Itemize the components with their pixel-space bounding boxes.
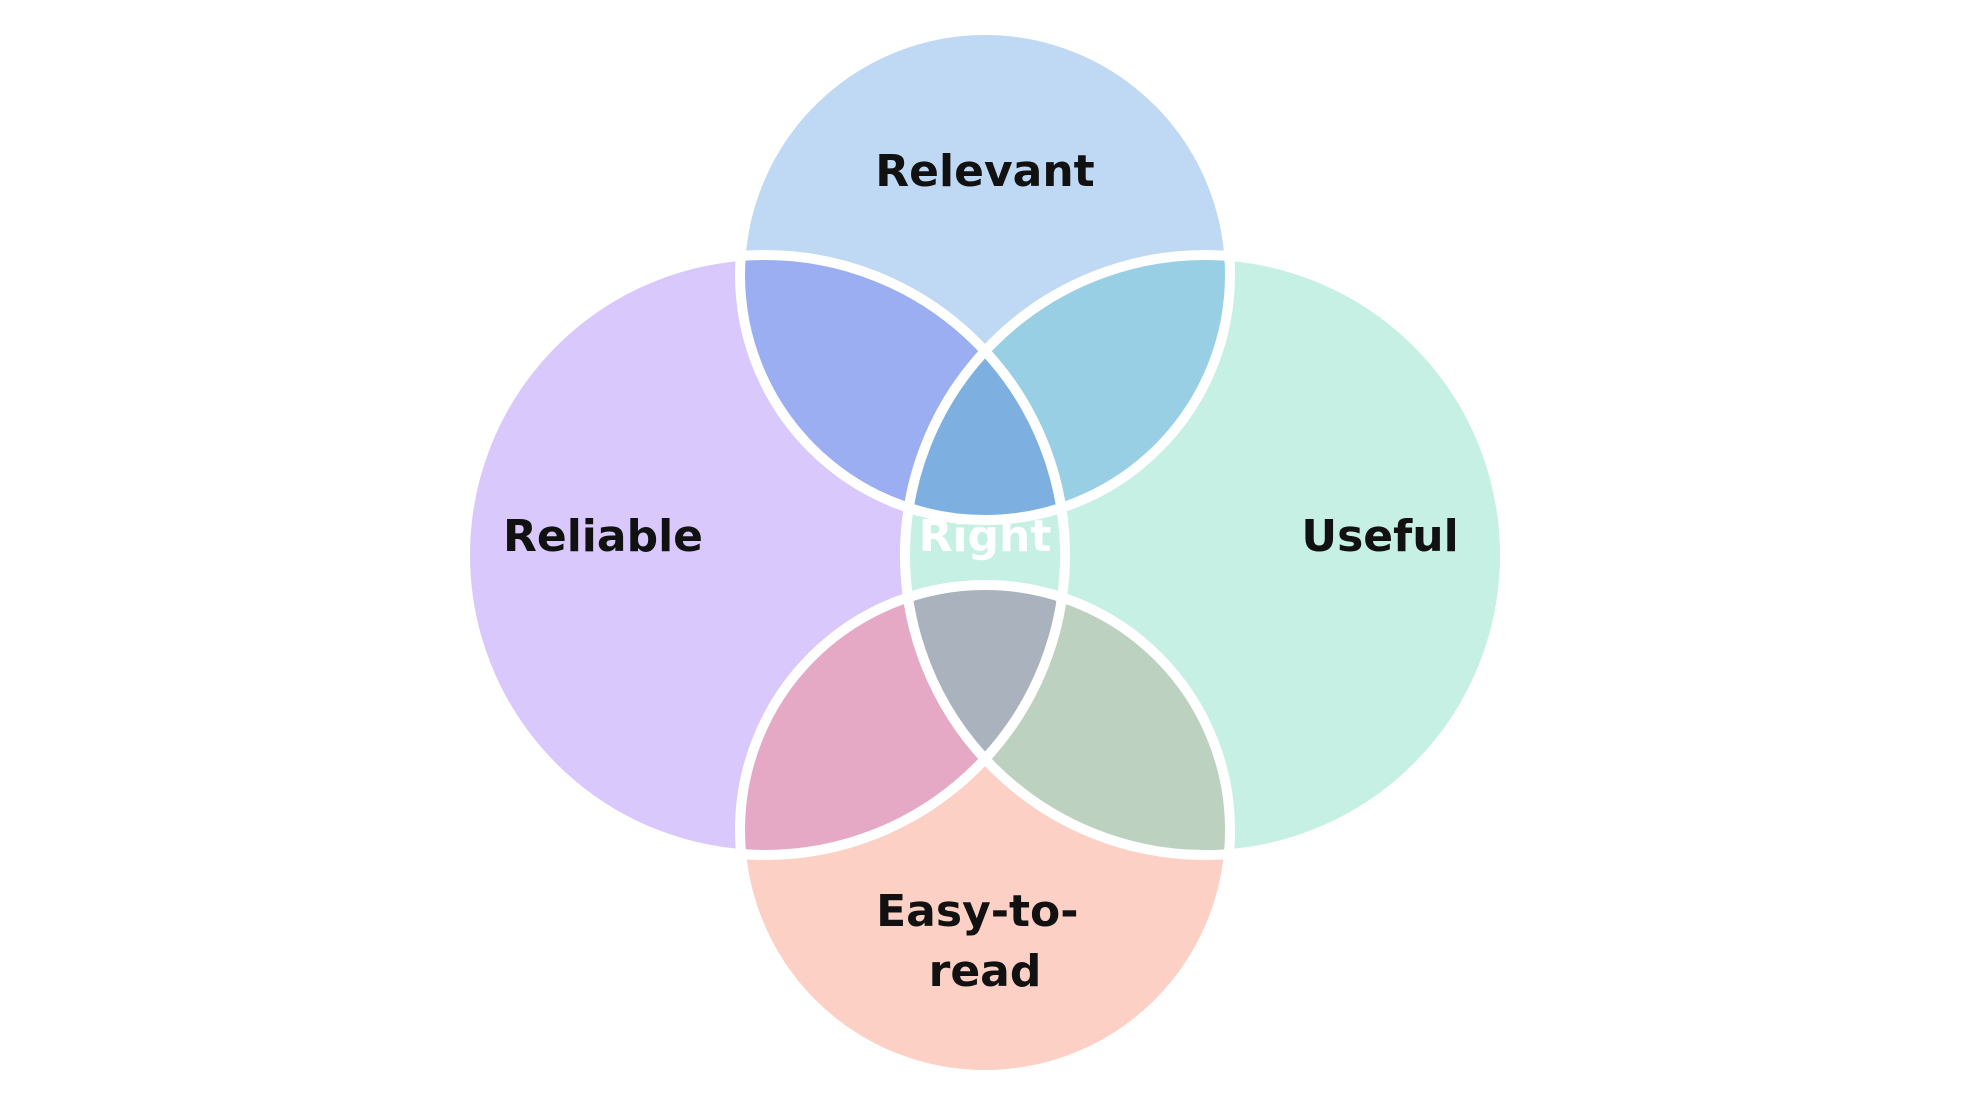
- overlap-easy-useful: [905, 585, 1230, 855]
- overlap-relevant-useful: [905, 255, 1230, 520]
- outline-useful: [900, 250, 1510, 860]
- overlap-relevant-reliable: [740, 255, 1065, 520]
- overlap-easy-reliable: [740, 585, 1065, 855]
- label-easy-to-read-line-2: read: [929, 946, 1042, 997]
- label-easy-to-read: Easy-to- read: [876, 886, 1094, 997]
- outline-easy-to-read: [735, 580, 1235, 1080]
- outline-relevant: [735, 25, 1235, 525]
- label-right: Right: [919, 511, 1052, 562]
- label-useful: Useful: [1301, 511, 1458, 562]
- label-easy-to-read-line-1: Easy-to-: [876, 886, 1078, 937]
- label-reliable: Reliable: [503, 511, 703, 562]
- outline-reliable: [460, 250, 1070, 860]
- label-relevant: Relevant: [875, 146, 1094, 197]
